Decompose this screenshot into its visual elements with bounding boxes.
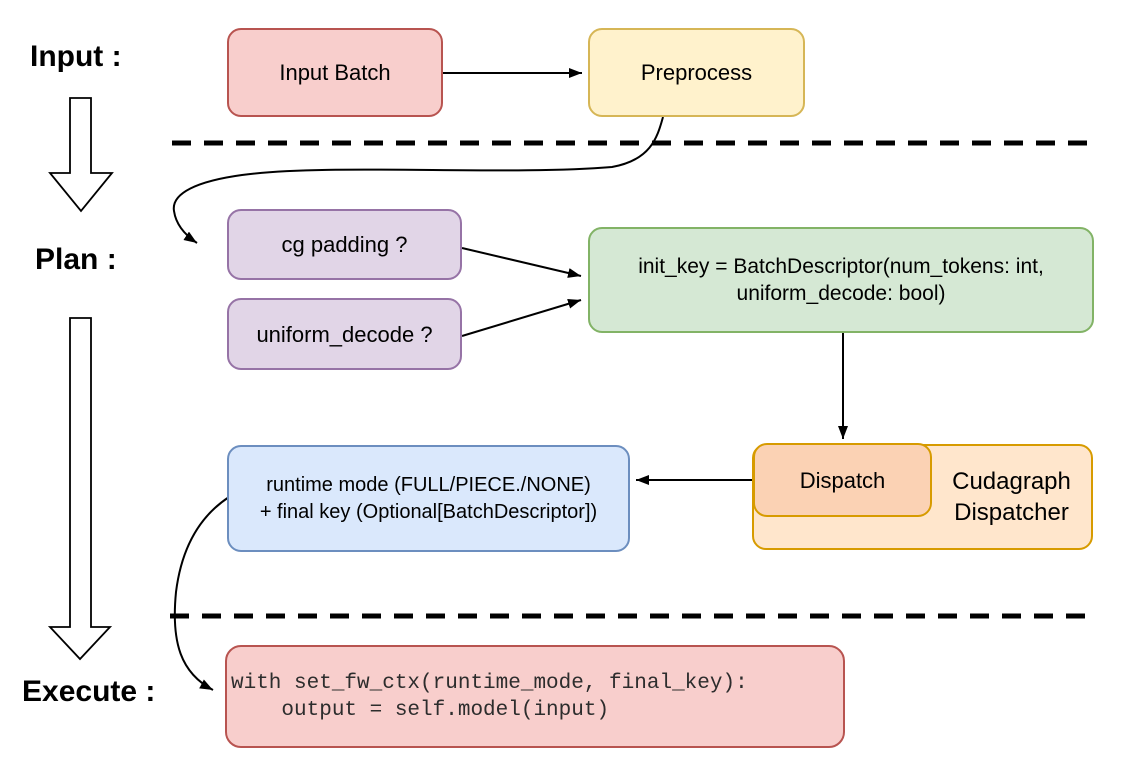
node-input-batch-label: Input Batch (279, 60, 391, 85)
label-execute: Execute : (22, 675, 156, 708)
node-cg-padding-label: cg padding ? (281, 232, 408, 257)
node-runtime-mode: runtime mode (FULL/PIECE./NONE) + final … (227, 445, 630, 552)
label-plan: Plan : (35, 243, 117, 276)
down-arrow-icon (47, 317, 113, 661)
node-cg-padding: cg padding ? (227, 209, 462, 280)
node-init-key-line2: uniform_decode: bool) (736, 282, 946, 305)
arrow-cgpadding-to-initkey (461, 247, 582, 278)
node-dispatch-label: Dispatch (799, 467, 886, 493)
node-preprocess-label: Preprocess (640, 60, 753, 85)
arrow-runtimemode-to-code (173, 496, 230, 691)
node-cudagraph-dispatcher-label: Cudagraph Dispatcher (952, 468, 1071, 526)
node-runtime-mode-line2: + final key (Optional[BatchDescriptor]) (259, 500, 598, 523)
arrow-uniformdecode-to-initkey (461, 298, 582, 337)
node-input-batch: Input Batch (227, 28, 443, 117)
node-runtime-mode-line1: runtime mode (FULL/PIECE./NONE) (266, 473, 591, 496)
execute-code-line1: with set_fw_ctx(runtime_mode, final_key)… (231, 671, 748, 695)
node-uniform-decode: uniform_decode ? (227, 298, 462, 370)
node-uniform-decode-label: uniform_decode ? (256, 321, 433, 347)
execute-code-line2: output = self.model(input) (231, 698, 610, 722)
node-execute-code: with set_fw_ctx(runtime_mode, final_key)… (225, 645, 845, 748)
node-init-key: init_key = BatchDescriptor(num_tokens: i… (588, 227, 1094, 333)
node-preprocess: Preprocess (588, 28, 805, 117)
label-input: Input : (30, 40, 122, 73)
node-dispatch: Dispatch (753, 443, 932, 517)
node-init-key-line1: init_key = BatchDescriptor(num_tokens: i… (638, 255, 1044, 278)
arrow-preprocess-to-cgpadding (172, 116, 664, 244)
down-arrow-icon (48, 97, 114, 213)
